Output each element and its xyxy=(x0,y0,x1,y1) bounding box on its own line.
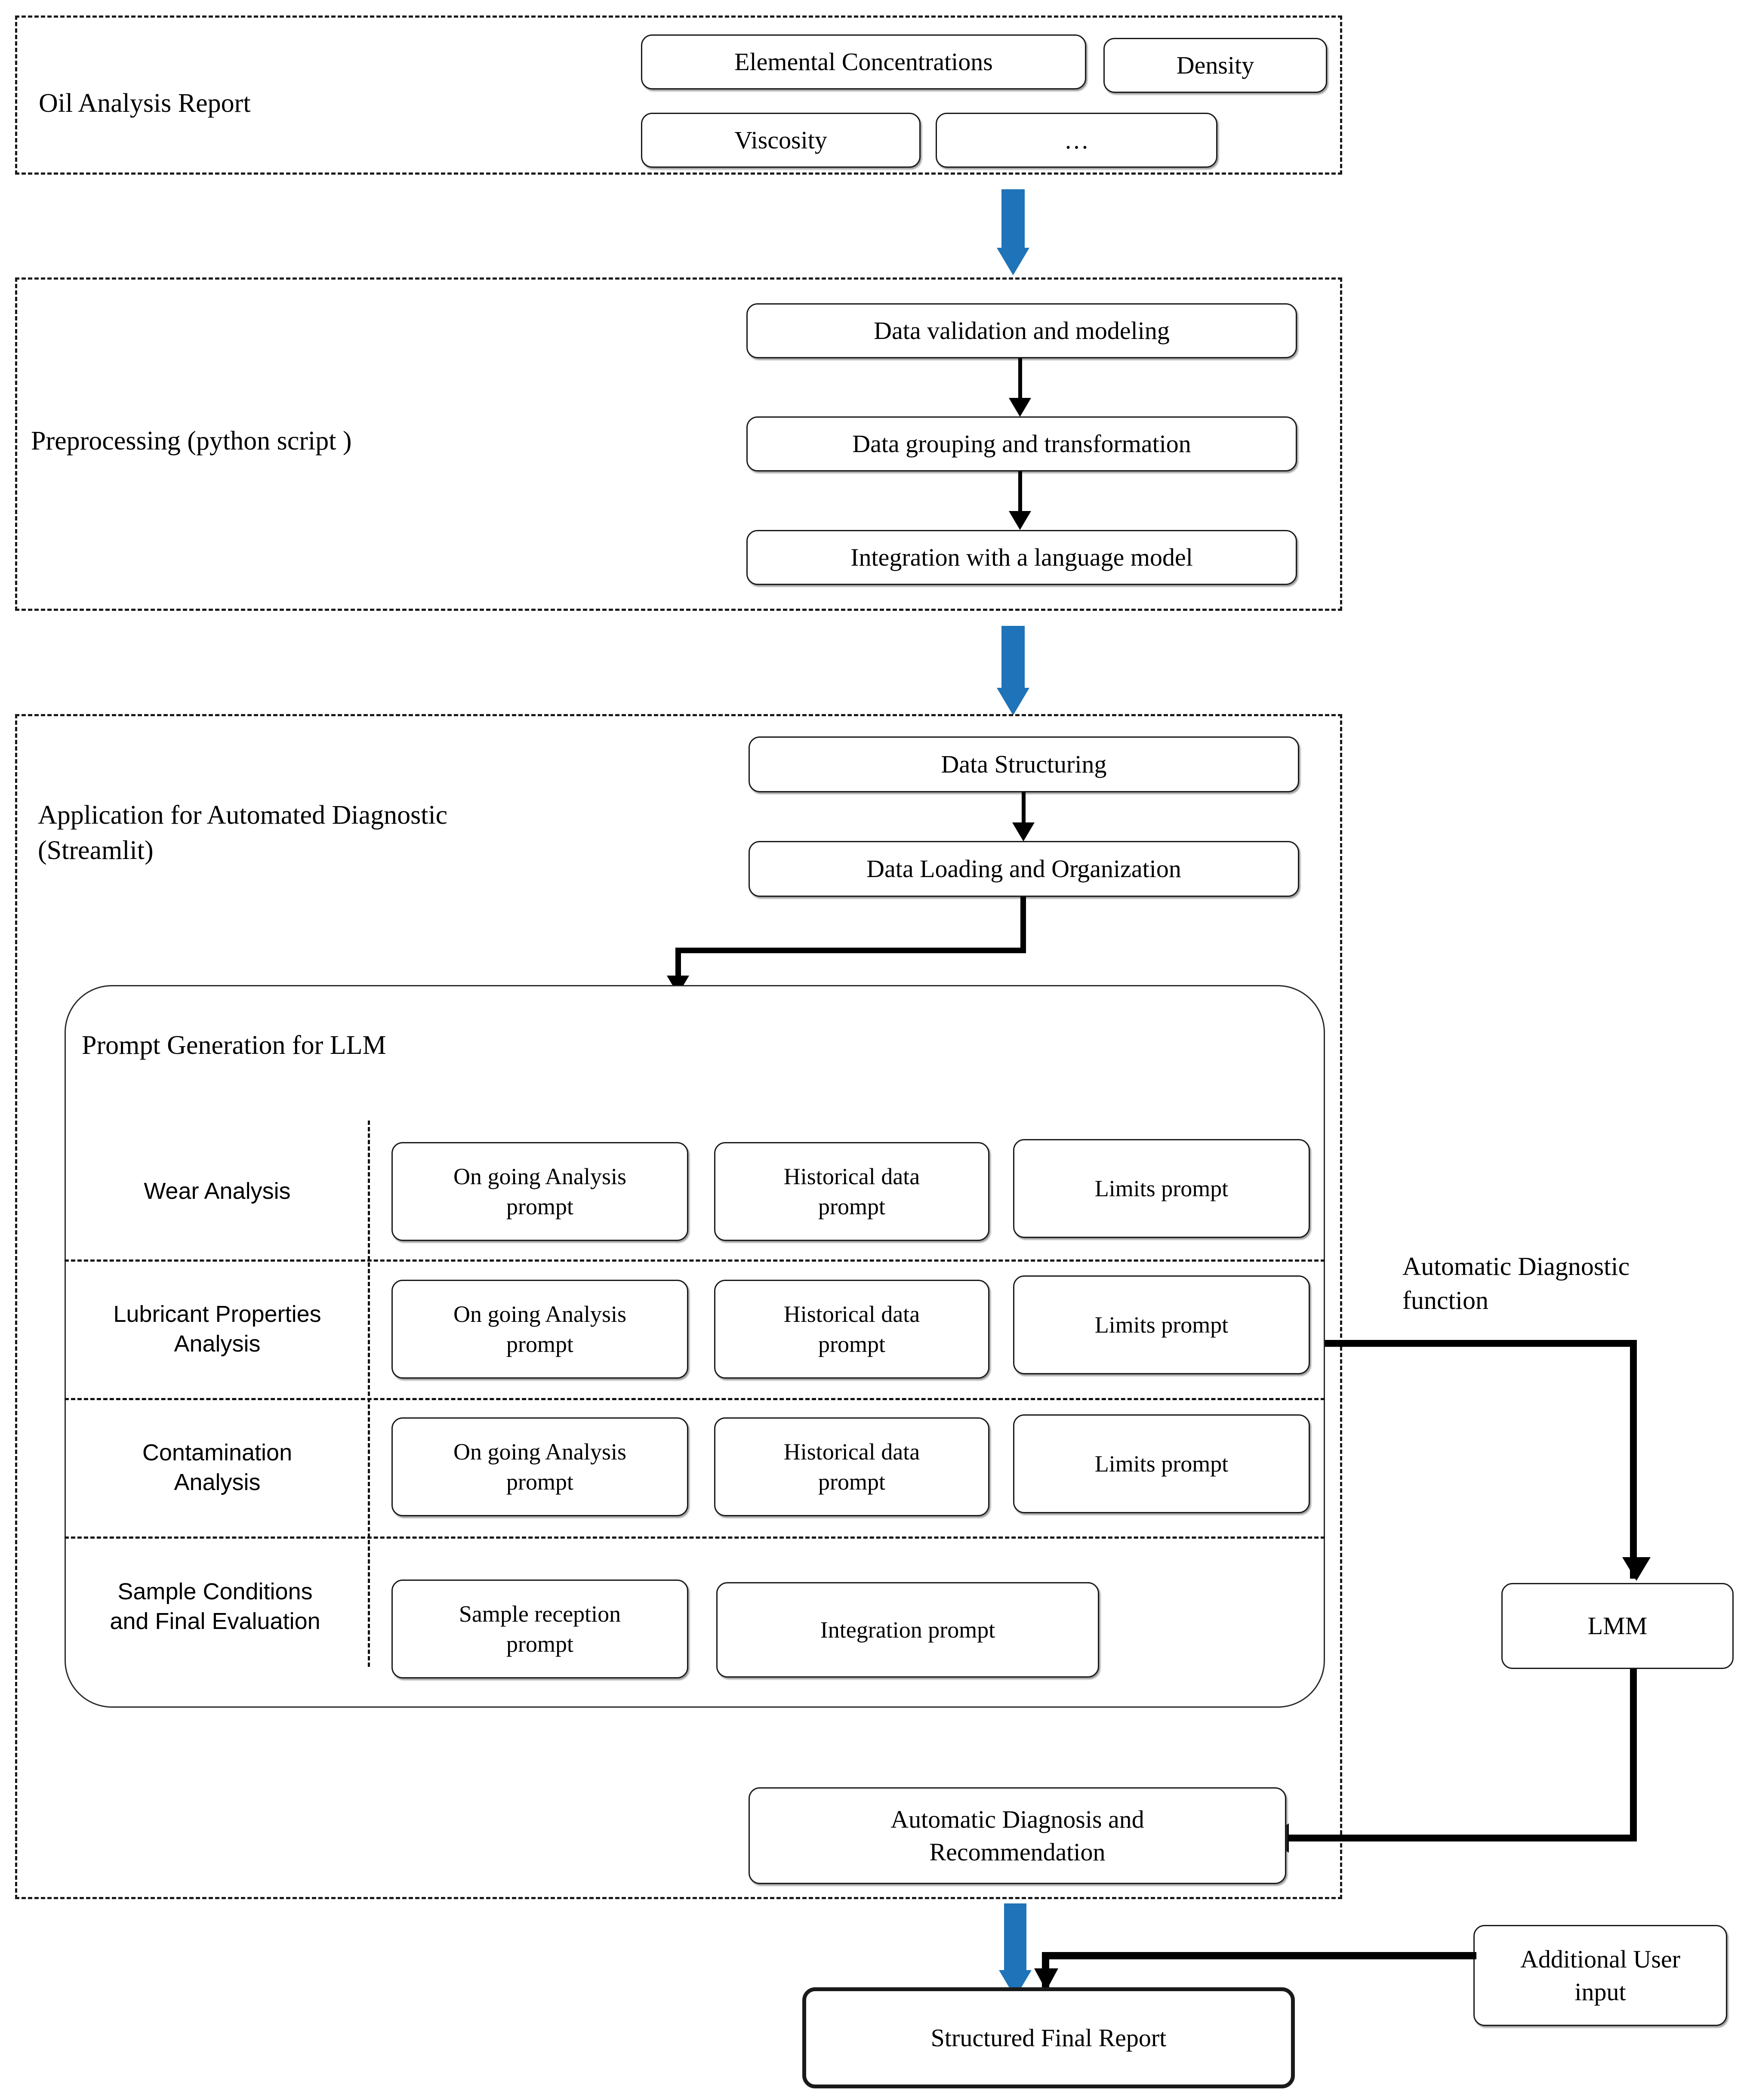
blue-arrow-diagnosis-to-final-report xyxy=(992,1903,1039,1998)
box-ellipsis: … xyxy=(936,113,1217,168)
prompt-box-integration-prompt: Integration prompt xyxy=(716,1582,1099,1678)
prompt-row-label-lubricant-properties-analysis: Lubricant Properties Analysis xyxy=(113,1301,321,1357)
box-structured-final-report: Structured Final Report xyxy=(802,1987,1295,2088)
prompt-row-label-sample-conditions-and-final-evaluation: Sample Conditions and Final Evaluation xyxy=(110,1578,320,1634)
arrowhead-validation-to-grouping xyxy=(1009,398,1031,417)
box-additional-user-input: Additional User input xyxy=(1473,1925,1727,2026)
blue-arrow-report-to-preprocessing xyxy=(989,189,1037,275)
prompt-row-label-contamination-analysis: Contamination Analysis xyxy=(142,1439,293,1495)
box-elemental-concentrations: Elemental Concentrations xyxy=(641,34,1086,89)
connector-panel-to-lmm-horizontal xyxy=(1325,1340,1637,1347)
arrowhead-structuring-to-loading xyxy=(1012,822,1035,841)
box-density: Density xyxy=(1103,38,1327,93)
arrowhead-to-lmm xyxy=(1622,1557,1651,1581)
box-integration-with-a-language-model: Integration with a language model xyxy=(746,530,1297,585)
box-data-structuring: Data Structuring xyxy=(749,736,1299,792)
prompt-box-historical-data-prompt-lubricant: Historical data prompt xyxy=(714,1280,989,1379)
prompt-box-on-going-analysis-prompt-contamination: On going Analysis prompt xyxy=(391,1417,688,1516)
connector-validation-to-grouping xyxy=(1018,358,1022,406)
prompt-box-historical-data-prompt-contamination: Historical data prompt xyxy=(714,1417,989,1516)
connector-grouping-to-integration xyxy=(1018,471,1022,519)
connector-user-input-horizontal xyxy=(1042,1952,1476,1959)
prompt-matrix-row-divider-2 xyxy=(65,1398,1325,1400)
connector-loading-elbow-vertical xyxy=(1020,897,1026,953)
prompt-matrix-row-divider-1 xyxy=(65,1259,1325,1262)
box-automatic-diagnosis-and-recommendation: Automatic Diagnosis and Recommendation xyxy=(749,1787,1286,1884)
box-data-validation-and-modeling: Data validation and modeling xyxy=(746,303,1297,358)
box-lmm: LMM xyxy=(1501,1583,1734,1669)
box-viscosity: Viscosity xyxy=(641,113,921,168)
section-label-oil-analysis-report: Oil Analysis Report xyxy=(39,89,251,118)
section-preprocessing xyxy=(15,277,1342,611)
box-data-grouping-and-transformation: Data grouping and transformation xyxy=(746,416,1297,471)
connector-lmm-to-diagnosis-horizontal xyxy=(1286,1835,1637,1841)
box-data-loading-and-organization: Data Loading and Organization xyxy=(749,841,1299,897)
edge-label-automatic-diagnostic-function: Automatic Diagnostic function xyxy=(1402,1252,1630,1315)
arrowhead-grouping-to-integration xyxy=(1009,511,1031,530)
prompt-box-sample-reception-prompt: Sample reception prompt xyxy=(391,1580,688,1678)
section-label-preprocessing: Preprocessing (python script ) xyxy=(31,426,352,456)
prompt-box-on-going-analysis-prompt-lubricant: On going Analysis prompt xyxy=(391,1280,688,1379)
prompt-box-limits-prompt-lubricant: Limits prompt xyxy=(1013,1275,1310,1374)
connector-structuring-to-loading xyxy=(1022,792,1026,833)
prompt-generation-panel-title: Prompt Generation for LLM xyxy=(82,1031,386,1060)
arrowhead-user-input-to-final-report xyxy=(1034,1968,1058,1991)
prompt-row-label-wear-analysis: Wear Analysis xyxy=(144,1178,291,1204)
section-application-for-automated-diagnostic xyxy=(15,714,1342,1899)
prompt-box-limits-prompt-contamination: Limits prompt xyxy=(1013,1414,1310,1513)
section-label-application-for-automated-diagnostic: Application for Automated Diagnostic (St… xyxy=(38,801,448,865)
prompt-box-historical-data-prompt-wear: Historical data prompt xyxy=(714,1142,989,1241)
prompt-box-limits-prompt-wear: Limits prompt xyxy=(1013,1139,1310,1238)
connector-panel-to-lmm-vertical xyxy=(1630,1340,1637,1579)
section-oil-analysis-report xyxy=(15,15,1342,175)
prompt-matrix-column-divider xyxy=(368,1121,370,1667)
prompt-matrix-row-divider-3 xyxy=(65,1537,1325,1539)
connector-loading-elbow-horizontal xyxy=(675,948,1026,953)
prompt-box-on-going-analysis-prompt-wear: On going Analysis prompt xyxy=(391,1142,688,1241)
blue-arrow-preprocessing-to-application xyxy=(989,626,1037,716)
connector-lmm-to-diagnosis-vertical xyxy=(1630,1669,1637,1841)
